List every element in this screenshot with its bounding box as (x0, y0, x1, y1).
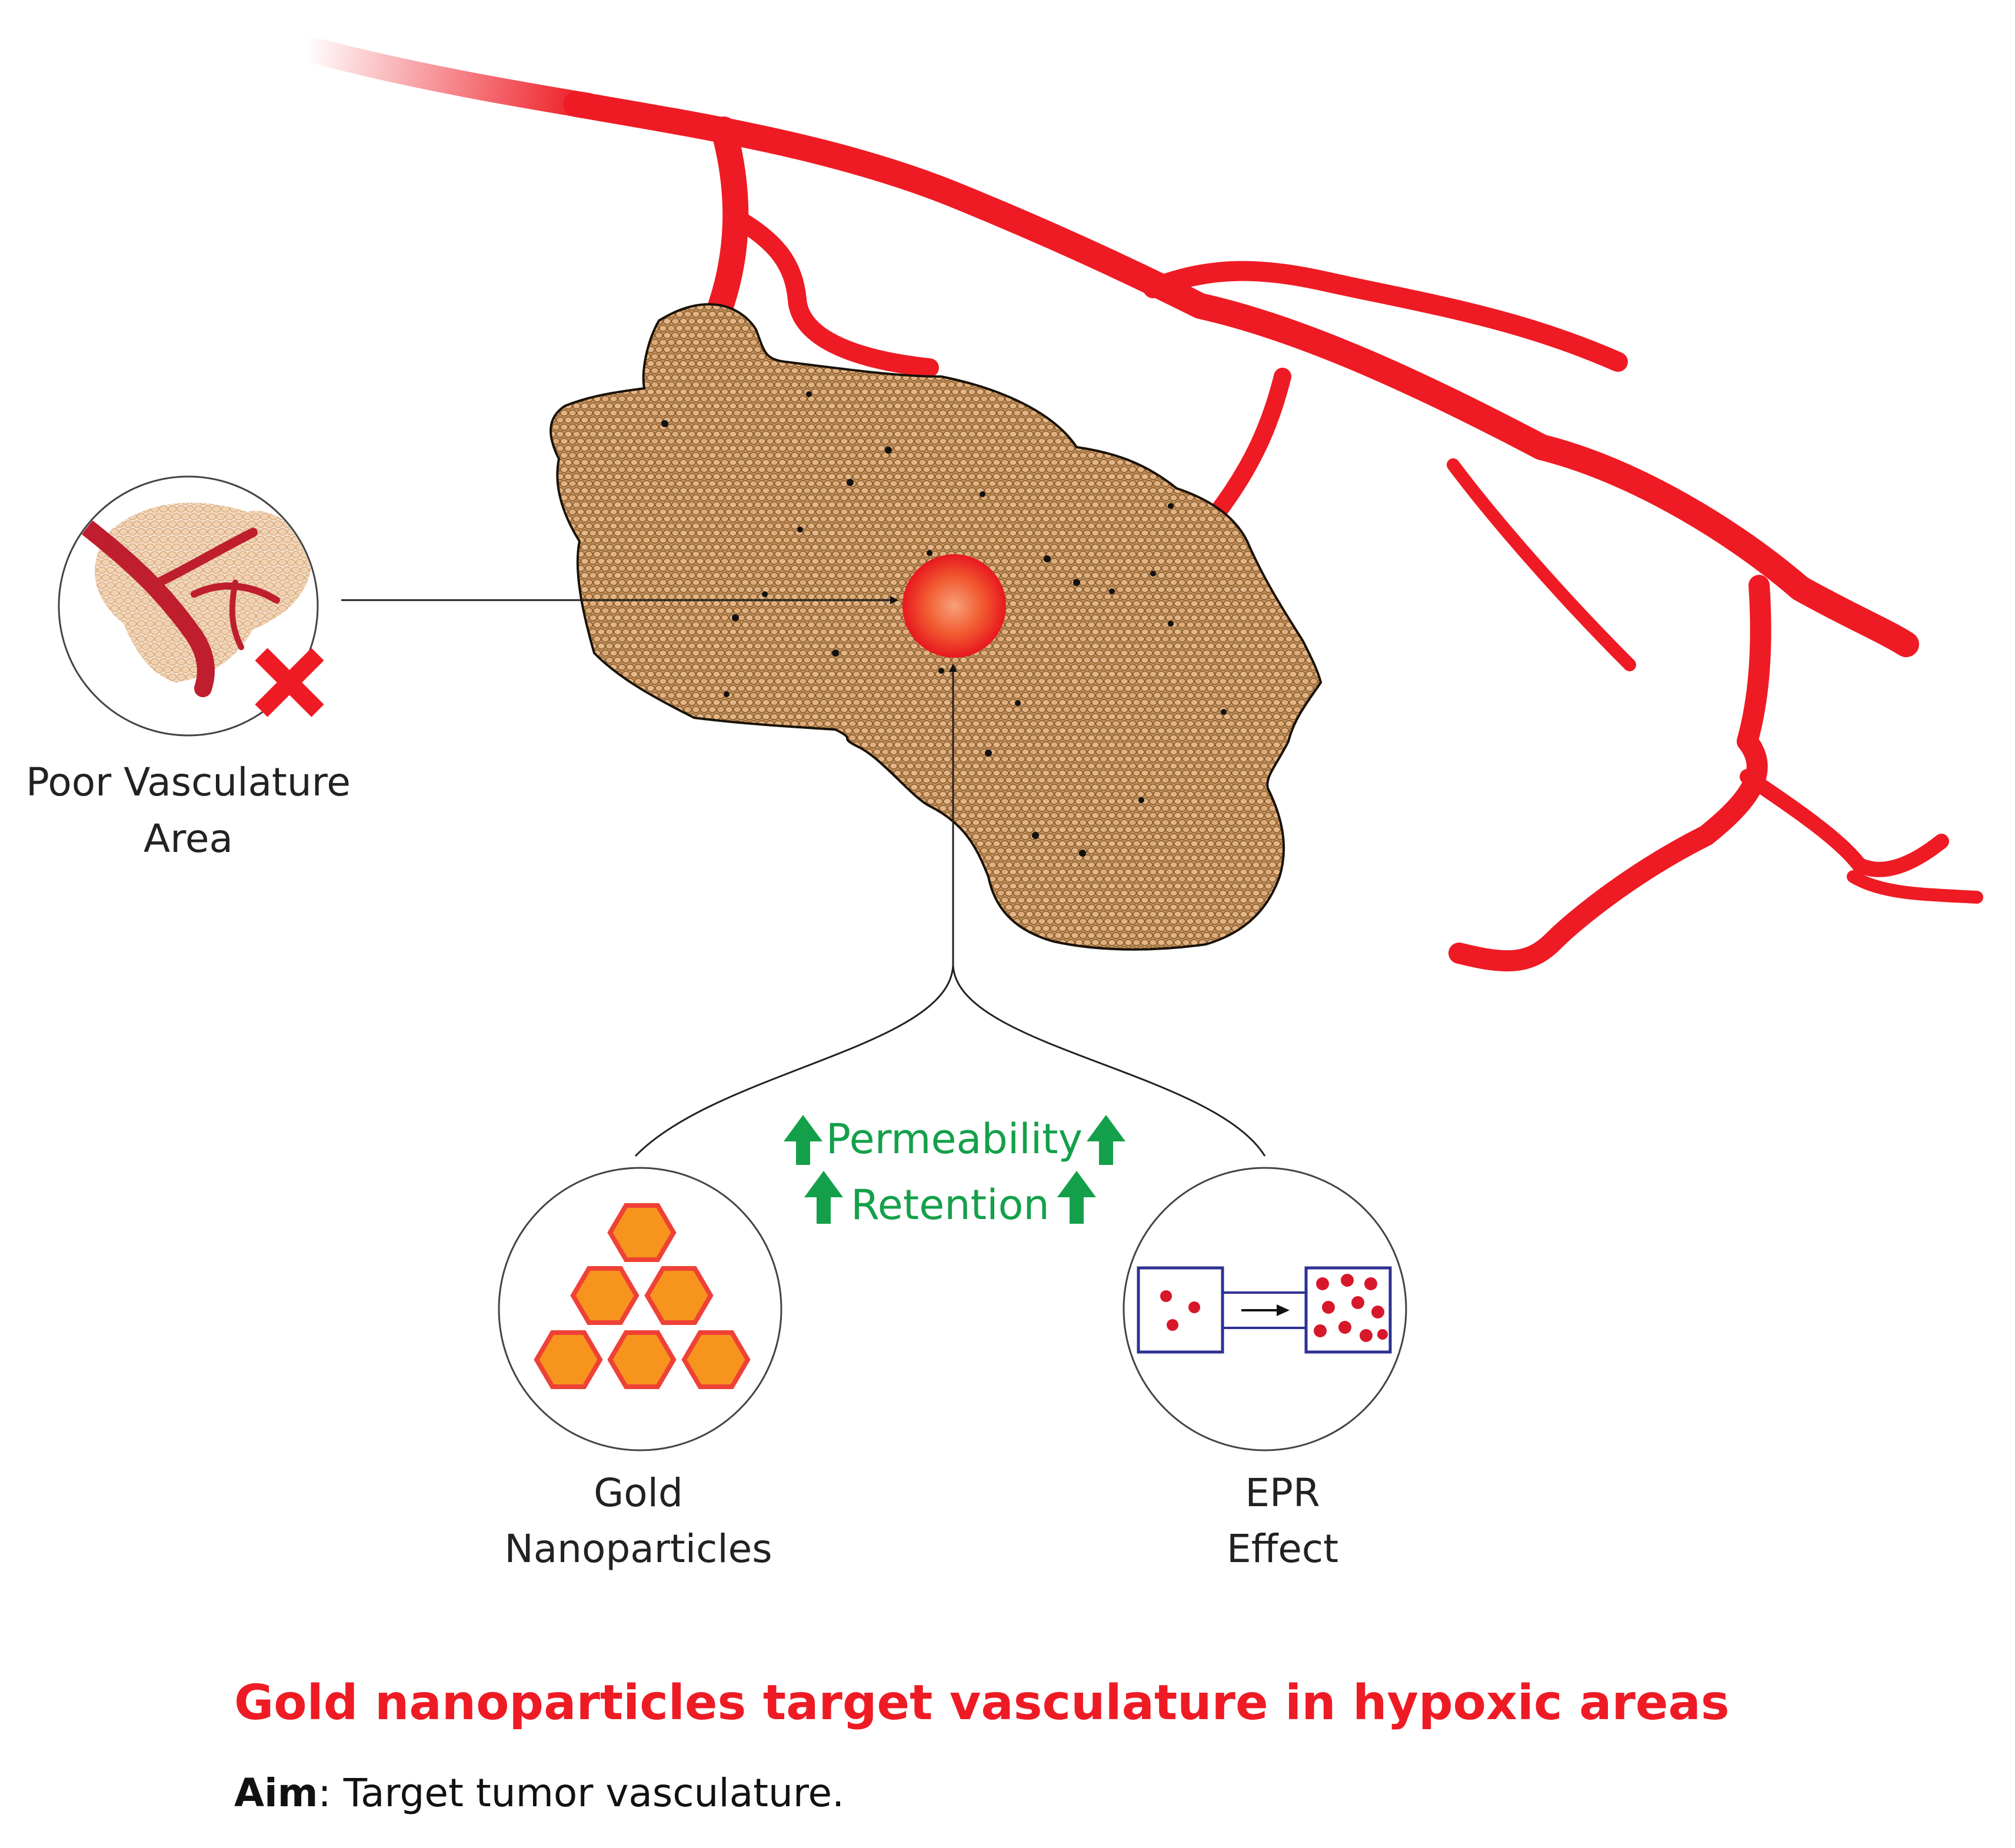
epr-dots-before (1160, 1290, 1200, 1331)
hexagon-particles (534, 1203, 751, 1389)
main-vessel (564, 91, 1919, 657)
epr-dots-after (1314, 1274, 1388, 1342)
caption-aim: Aim: Target tumor vasculature. (234, 1770, 844, 1816)
poor-vasculature-label: Poor Vasculature (26, 760, 351, 805)
gold-nanoparticles-label: Gold (594, 1470, 683, 1516)
aim-label: Aim (234, 1770, 318, 1816)
arrow-up-icon (784, 1115, 822, 1165)
caption-title: Gold nanoparticles target vasculature in… (234, 1675, 1730, 1731)
green-arrows (784, 1115, 1125, 1224)
vessel-hook (726, 208, 939, 377)
lower-branch (1447, 458, 1636, 671)
x-mark-icon (255, 648, 324, 717)
poor-vasculature-label-2: Area (144, 816, 233, 861)
epr-label-2: Effect (1227, 1526, 1338, 1571)
necrotic-spots (661, 391, 1227, 857)
retention-label: Retention (851, 1181, 1050, 1229)
arrow-up-icon (1057, 1171, 1096, 1224)
gold-nanoparticles-inset (498, 1167, 782, 1451)
epr-label: EPR (1245, 1470, 1320, 1516)
tumor-feed-branch (1209, 368, 1291, 521)
connectors (341, 596, 1266, 1157)
arrow-up-icon (1087, 1115, 1125, 1165)
upper-branch (1143, 261, 1628, 372)
lower-right-tip (1847, 870, 1983, 904)
tumor (549, 303, 1323, 951)
epr-effect-inset (1123, 1167, 1407, 1451)
permeability-label: Permeability (826, 1115, 1083, 1163)
arrow-up-icon (804, 1171, 843, 1224)
blood-vessels (293, 35, 1983, 972)
hypoxic-core-icon (902, 554, 1006, 658)
bracket-left (634, 964, 954, 1157)
labels: Poor Vasculature Area Gold Nanoparticles… (26, 760, 1730, 1816)
main-vessel-fading (293, 35, 601, 119)
lower-right-branch (1740, 769, 1949, 877)
bracket-right (952, 964, 1266, 1157)
gold-nanoparticles-label-2: Nanoparticles (504, 1526, 772, 1571)
poor-vasculature-inset (58, 475, 324, 737)
aim-text: : Target tumor vasculature. (318, 1770, 844, 1816)
sparse-vessel (74, 515, 280, 697)
descending-vessel (1448, 575, 1771, 972)
